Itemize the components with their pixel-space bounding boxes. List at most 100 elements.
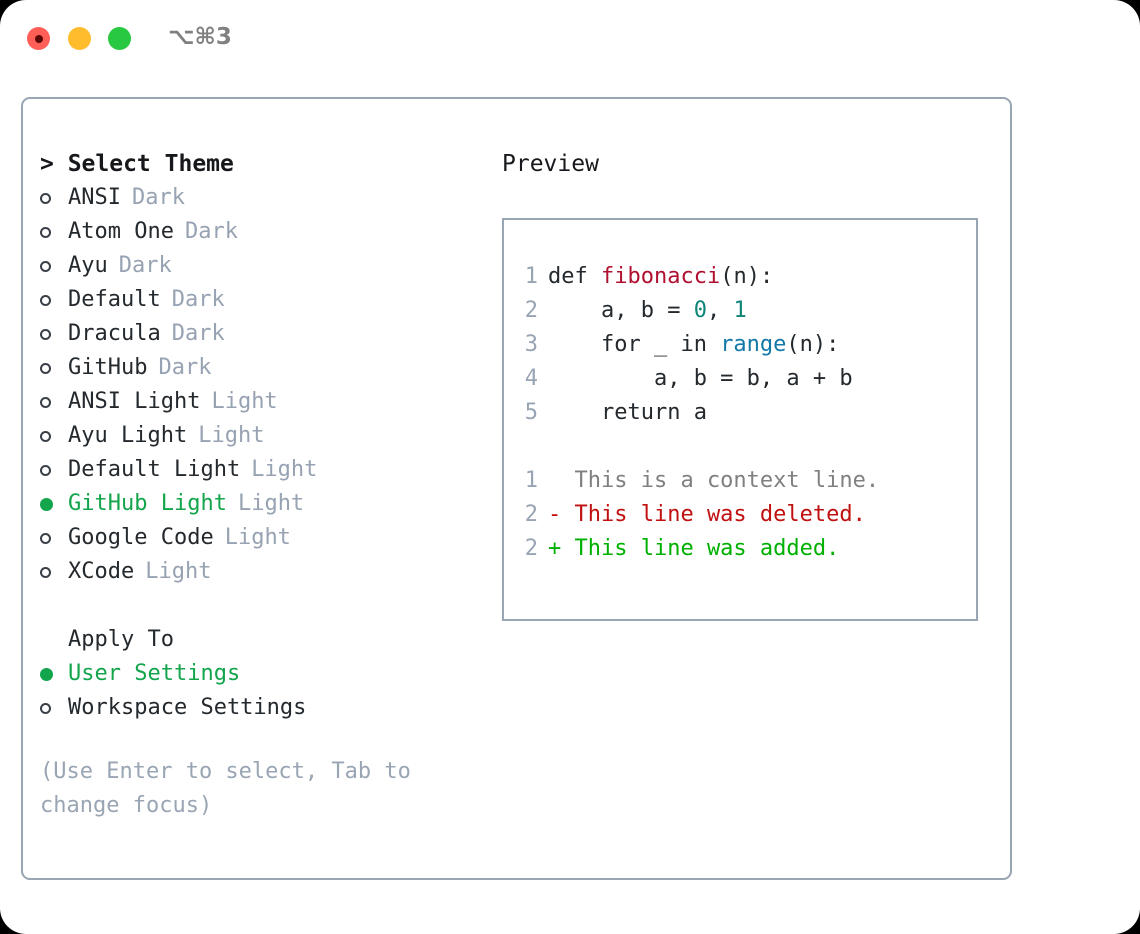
theme-item-0[interactable]: ANSI Dark	[40, 181, 470, 215]
code-token-plain: a, b = b, a + b	[548, 366, 853, 391]
radio-unselected-icon[interactable]	[40, 566, 68, 578]
code-token-num: 0	[693, 298, 707, 323]
code-line: 4 a, b = b, a + b	[504, 362, 976, 396]
theme-variant-badge: Dark	[131, 185, 185, 210]
theme-item-11[interactable]: XCode Light	[40, 555, 470, 589]
code-line-text: return a	[548, 396, 707, 430]
code-token-plain: (n):	[786, 332, 840, 357]
theme-name: Google Code	[68, 525, 214, 550]
apply-to-name: Workspace Settings	[68, 695, 307, 720]
theme-name: XCode	[68, 559, 135, 584]
zoom-button[interactable]	[108, 27, 131, 50]
bullet-glyph	[40, 192, 51, 204]
diff-line-number: 2	[524, 502, 538, 527]
diff-line-text-del: - This line was deleted.	[548, 502, 866, 527]
theme-name: ANSI Light	[68, 389, 201, 414]
theme-name: Dracula	[68, 321, 161, 346]
diff-line-text-add: + This line was added.	[548, 536, 840, 561]
select-theme-header: > Select Theme	[40, 151, 234, 177]
theme-name: Ayu	[68, 253, 108, 278]
theme-name: ANSI	[68, 185, 121, 210]
bullet-glyph	[40, 294, 51, 306]
radio-unselected-icon[interactable]	[40, 702, 68, 714]
radio-unselected-icon[interactable]	[40, 362, 68, 374]
bullet-glyph	[40, 328, 51, 340]
apply-to-label: Apply To	[68, 627, 174, 652]
close-icon	[35, 35, 43, 43]
theme-item-2[interactable]: Ayu Dark	[40, 249, 470, 283]
theme-variant-badge: Light	[237, 491, 305, 516]
theme-name: Atom One	[68, 219, 174, 244]
theme-variant-badge: Dark	[118, 253, 172, 278]
diff-sample: 1 This is a context line. 2 - This line wa…	[504, 464, 976, 566]
radio-unselected-icon[interactable]	[40, 430, 68, 442]
bullet-glyph	[40, 464, 51, 476]
bullet-glyph	[40, 532, 51, 544]
code-line-text: def fibonacci(n):	[548, 260, 773, 294]
radio-unselected-icon[interactable]	[40, 396, 68, 408]
keyboard-hint: (Use Enter to select, Tab to change focu…	[40, 759, 411, 818]
radio-unselected-icon[interactable]	[40, 464, 68, 476]
theme-name: GitHub	[68, 355, 148, 380]
theme-variant-badge: Dark	[158, 355, 212, 380]
radio-unselected-icon[interactable]	[40, 328, 68, 340]
apply-to-item-1[interactable]: Workspace Settings	[40, 691, 470, 725]
radio-selected-icon[interactable]	[40, 667, 68, 681]
code-line-text: for _ in range(n):	[548, 328, 839, 362]
radio-unselected-icon[interactable]	[40, 192, 68, 204]
code-token-num: 1	[733, 298, 747, 323]
radio-unselected-icon[interactable]	[40, 260, 68, 272]
preview-box: 1 def fibonacci(n):2 a, b = 0, 1 3 for _ i…	[502, 218, 978, 621]
code-token-plain: ,	[706, 298, 734, 323]
diff-line: 1 This is a context line.	[504, 464, 976, 498]
code-line-text: a, b = b, a + b	[548, 362, 853, 396]
title-bar: ⌥⌘3	[0, 0, 1140, 78]
theme-item-10[interactable]: Google Code Light	[40, 521, 470, 555]
minimize-button[interactable]	[68, 27, 91, 50]
radio-unselected-icon[interactable]	[40, 226, 68, 238]
bullet-glyph	[40, 226, 51, 238]
theme-item-1[interactable]: Atom One Dark	[40, 215, 470, 249]
theme-variant-badge: Light	[251, 457, 318, 482]
apply-to-item-0[interactable]: User Settings	[40, 657, 470, 691]
code-line-number: 2	[524, 298, 538, 323]
diff-line: 2+ This line was added.	[504, 532, 976, 566]
code-token-builtin: range	[720, 332, 787, 357]
theme-variant-badge: Light	[211, 389, 278, 414]
code-token-plain: for _ in	[548, 332, 721, 357]
code-line-number: 3	[524, 332, 538, 357]
theme-variant-badge: Dark	[171, 321, 225, 346]
theme-variant-badge: Light	[145, 559, 212, 584]
theme-item-6[interactable]: ANSI Light Light	[40, 385, 470, 419]
code-line: 2 a, b = 0, 1	[504, 294, 976, 328]
theme-variant-badge: Light	[224, 525, 291, 550]
diff-line: 2 - This line was deleted.	[504, 498, 976, 532]
radio-unselected-icon[interactable]	[40, 294, 68, 306]
theme-name: Default	[68, 287, 161, 312]
code-token-plain: (n):	[720, 264, 774, 289]
code-line-number: 1	[524, 264, 538, 289]
diff-line-text-ctx: This is a context line.	[548, 468, 880, 493]
theme-item-3[interactable]: Default Dark	[40, 283, 470, 317]
code-token-plain: return a	[548, 400, 707, 425]
theme-item-5[interactable]: GitHub Dark	[40, 351, 470, 385]
theme-name: Default Light	[68, 457, 241, 482]
theme-item-8[interactable]: Default Light Light	[40, 453, 470, 487]
keyboard-shortcut-label: ⌥⌘3	[168, 24, 232, 50]
code-line-number: 4	[524, 366, 538, 391]
radio-selected-icon[interactable]	[40, 497, 68, 511]
radio-unselected-icon[interactable]	[40, 532, 68, 544]
theme-variant-badge: Dark	[171, 287, 225, 312]
bullet-glyph	[40, 497, 53, 511]
theme-variant-badge: Dark	[184, 219, 238, 244]
code-line: 1 def fibonacci(n):	[504, 260, 976, 294]
theme-item-4[interactable]: Dracula Dark	[40, 317, 470, 351]
bullet-glyph	[40, 702, 51, 714]
preview-title: Preview	[502, 151, 599, 177]
bullet-glyph	[40, 667, 53, 681]
